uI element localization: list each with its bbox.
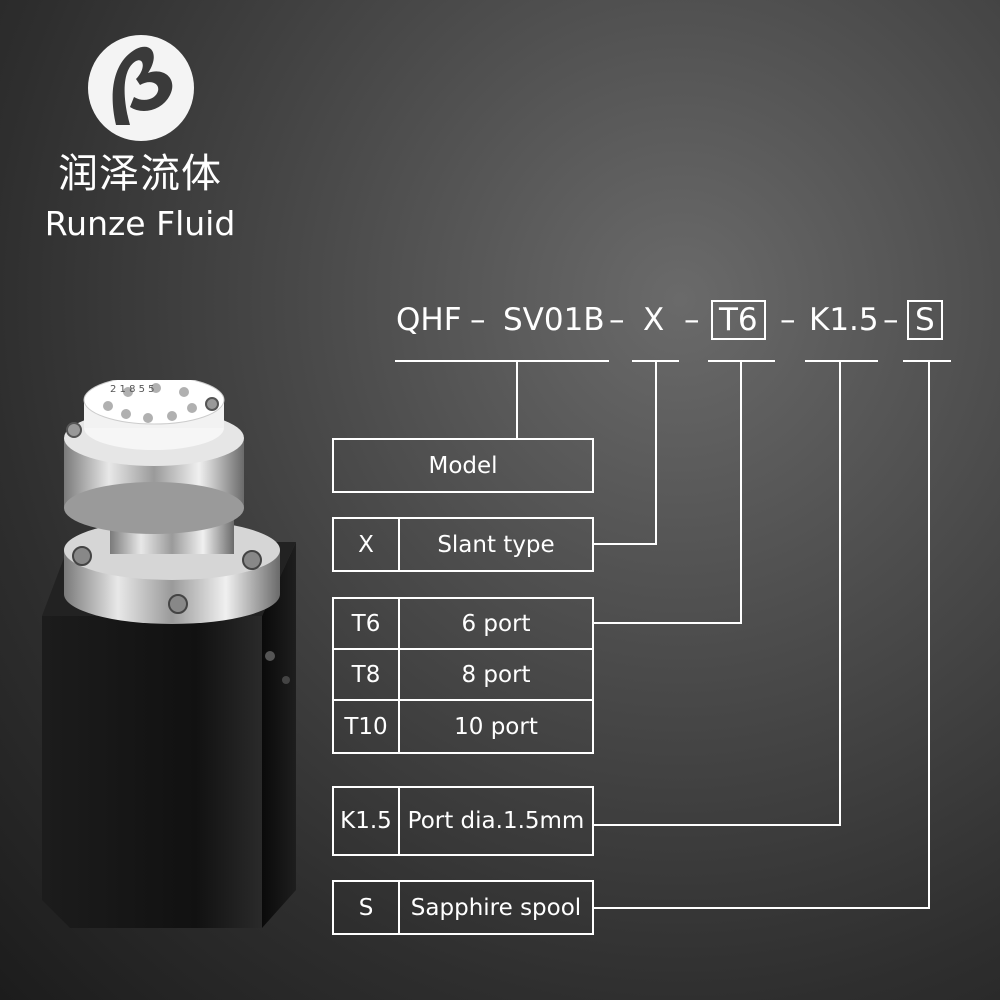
legend-port-desc: 10 port <box>454 713 538 740</box>
underline-s <box>903 360 951 362</box>
code-dash-4: – <box>780 302 796 338</box>
code-x: X <box>643 302 665 338</box>
code-dash-1: – <box>470 302 486 338</box>
code-dash-2: – <box>609 302 625 338</box>
legend-spool-row: S Sapphire spool <box>332 880 594 935</box>
legend-port-row-t6: T6 6 port <box>334 599 592 650</box>
legend-port-dia-desc: Port dia.1.5mm <box>407 808 585 834</box>
runze-logo-icon <box>88 35 194 141</box>
rotary-valve-product-image: 2 1 8 5 5 <box>42 380 296 928</box>
legend-port-desc: 8 port <box>461 661 531 688</box>
legend-port-desc: 6 port <box>461 610 531 637</box>
legend-spool-code: S <box>334 882 400 933</box>
legend-port-dia-row: K1.5 Port dia.1.5mm <box>332 786 594 856</box>
legend-slant-desc: Slant type <box>437 531 555 558</box>
underline-t6 <box>708 360 775 362</box>
underline-k15 <box>805 360 878 362</box>
legend-port-row-t8: T8 8 port <box>334 650 592 701</box>
code-s-boxed: S <box>907 300 943 340</box>
svg-text:2 1 8 5 5: 2 1 8 5 5 <box>110 384 155 395</box>
underline-model <box>395 360 609 362</box>
code-k15: K1.5 <box>809 302 879 338</box>
code-dash-3: – <box>684 302 700 338</box>
legend-slant-row: X Slant type <box>332 517 594 572</box>
underline-x <box>632 360 679 362</box>
legend-port-code: T8 <box>334 650 400 699</box>
code-qhf: QHF <box>396 302 462 338</box>
brand-name-chinese: 润泽流体 <box>58 151 222 197</box>
legend-port-code: T6 <box>334 599 400 648</box>
legend-port-row-t10: T10 10 port <box>334 701 592 752</box>
legend-model-box: Model <box>332 438 594 493</box>
code-dash-5: – <box>883 302 899 338</box>
legend-spool-desc: Sapphire spool <box>410 894 582 921</box>
legend-ports-table: T6 6 port T8 8 port T10 10 port <box>332 597 594 754</box>
code-sv01b: SV01B <box>503 302 605 338</box>
legend-port-dia-code: K1.5 <box>334 788 400 854</box>
brand-name-english: Runze Fluid <box>44 204 236 243</box>
code-t6-boxed: T6 <box>711 300 766 340</box>
legend-slant-code: X <box>334 519 400 570</box>
legend-port-code: T10 <box>334 701 400 752</box>
